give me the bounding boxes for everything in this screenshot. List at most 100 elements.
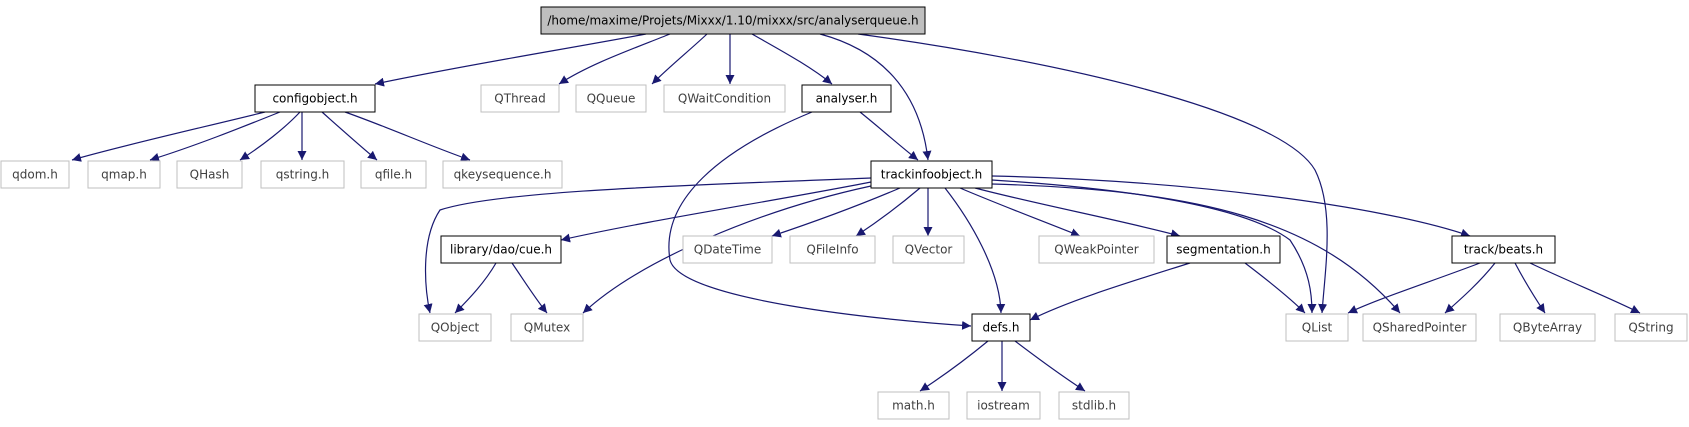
node-math: math.h [877, 391, 950, 420]
node-label: QVector [905, 243, 953, 257]
node-box [789, 235, 876, 264]
node-box [1451, 235, 1556, 264]
node-label: qdom.h [12, 168, 58, 182]
edge-trackinfoobject-to-qsharedpointer [991, 183, 1401, 314]
edge-analyser-to-trackinfoobject [859, 111, 919, 161]
node-box [540, 6, 926, 35]
node-qqueue: QQueue [575, 84, 647, 113]
node-qstring: QString [1614, 313, 1688, 342]
edge-defs-to-stdlib [1014, 340, 1086, 392]
node-box [892, 235, 965, 264]
node-qweakpointer: QWeakPointer [1038, 235, 1155, 264]
node-box [966, 391, 1041, 420]
node-label: QQueue [587, 92, 636, 106]
node-qwaitcondition: QWaitCondition [663, 84, 786, 113]
node-box [575, 84, 647, 113]
node-box [870, 160, 993, 189]
edge-trackinfoobject-to-qfileinfo [855, 187, 921, 237]
node-box [480, 84, 560, 113]
edge-root-to-trackinfoobject [819, 33, 932, 161]
node-label: QByteArray [1513, 321, 1582, 335]
node-label: library/dao/cue.h [450, 243, 552, 257]
edge-segmentation-to-qlist [1244, 262, 1306, 314]
node-label: qkeysequence.h [454, 168, 552, 182]
node-stdlib: stdlib.h [1058, 391, 1130, 420]
node-box [510, 313, 584, 342]
node-analyser[interactable]: analyser.h [801, 84, 892, 113]
node-box [440, 235, 562, 264]
nodes-layer: /home/maxime/Projets/Mixxx/1.10/mixxx/sr… [0, 6, 1688, 420]
node-qdatetime: QDateTime [682, 235, 773, 264]
node-box [1166, 235, 1281, 264]
node-qobject: QObject [418, 313, 492, 342]
node-box [1614, 313, 1688, 342]
edge-cue-to-qmutex [511, 262, 548, 314]
edge-beats-to-qsharedpointer [1444, 262, 1496, 314]
edge-configobject-to-qdom [71, 111, 266, 162]
node-box [254, 84, 376, 113]
edge-trackinfoobject-to-qweakpointer [959, 187, 1081, 237]
node-box [418, 313, 492, 342]
node-qdom: qdom.h [0, 160, 70, 189]
node-iostream: iostream [966, 391, 1041, 420]
node-label: qmap.h [101, 168, 147, 182]
node-label: qfile.h [375, 168, 412, 182]
node-box [87, 160, 161, 189]
node-label: configobject.h [272, 92, 357, 106]
node-qmutex: QMutex [510, 313, 584, 342]
edge-beats-to-qstring [1529, 262, 1641, 314]
node-box [360, 160, 427, 189]
node-label: segmentation.h [1176, 243, 1270, 257]
node-box [442, 160, 563, 189]
node-label: QSharedPointer [1373, 321, 1467, 335]
node-cue[interactable]: library/dao/cue.h [440, 235, 562, 264]
edge-root-to-configobject [374, 33, 647, 87]
node-root[interactable]: /home/maxime/Projets/Mixxx/1.10/mixxx/sr… [540, 6, 926, 35]
edge-defs-to-math [919, 340, 989, 392]
node-beats[interactable]: track/beats.h [1451, 235, 1556, 264]
node-label: QDateTime [694, 243, 762, 257]
node-qbytearray: QByteArray [1499, 313, 1596, 342]
edge-root-to-qlist [857, 33, 1328, 314]
node-configobject[interactable]: configobject.h [254, 84, 376, 113]
node-box [0, 160, 70, 189]
edge-trackinfoobject-to-qlist [991, 179, 1317, 314]
edge-trackinfoobject-to-qdatetime [771, 187, 901, 238]
node-label: track/beats.h [1464, 243, 1543, 257]
edge-segmentation-to-defs [1029, 262, 1191, 321]
node-label: QHash [190, 168, 230, 182]
node-qkeysequence: qkeysequence.h [442, 160, 563, 189]
node-label: math.h [892, 399, 935, 413]
edge-trackinfoobject-to-beats [991, 175, 1471, 238]
node-label: QWaitCondition [678, 92, 771, 106]
node-label: trackinfoobject.h [881, 168, 982, 182]
node-qthread: QThread [480, 84, 560, 113]
node-box [877, 391, 950, 420]
node-label: QMutex [524, 321, 570, 335]
node-label: iostream [977, 399, 1030, 413]
edge-configobject-to-qfile [321, 111, 378, 161]
node-box [1038, 235, 1155, 264]
edge-configobject-to-qmap [149, 111, 281, 162]
edge-root-to-analyser [751, 33, 833, 85]
node-box [1058, 391, 1130, 420]
node-segmentation[interactable]: segmentation.h [1166, 235, 1281, 264]
edge-root-to-qqueue [651, 33, 708, 85]
node-box [801, 84, 892, 113]
edge-trackinfoobject-to-segmentation [974, 187, 1181, 239]
node-trackinfoobject[interactable]: trackinfoobject.h [870, 160, 993, 189]
node-label: QString [1628, 321, 1673, 335]
node-box [1362, 313, 1477, 342]
node-box [663, 84, 786, 113]
node-box [260, 160, 345, 189]
node-qstringh: qstring.h [260, 160, 345, 189]
edge-beats-to-qlist [1347, 262, 1481, 314]
edge-root-to-qthread [558, 33, 671, 85]
node-defs[interactable]: defs.h [971, 313, 1031, 342]
node-box [176, 160, 243, 189]
node-qsharedpointer: QSharedPointer [1362, 313, 1477, 342]
node-label: /home/maxime/Projets/Mixxx/1.10/mixxx/sr… [547, 14, 918, 28]
node-qmap: qmap.h [87, 160, 161, 189]
edge-configobject-to-qhash [239, 111, 301, 161]
